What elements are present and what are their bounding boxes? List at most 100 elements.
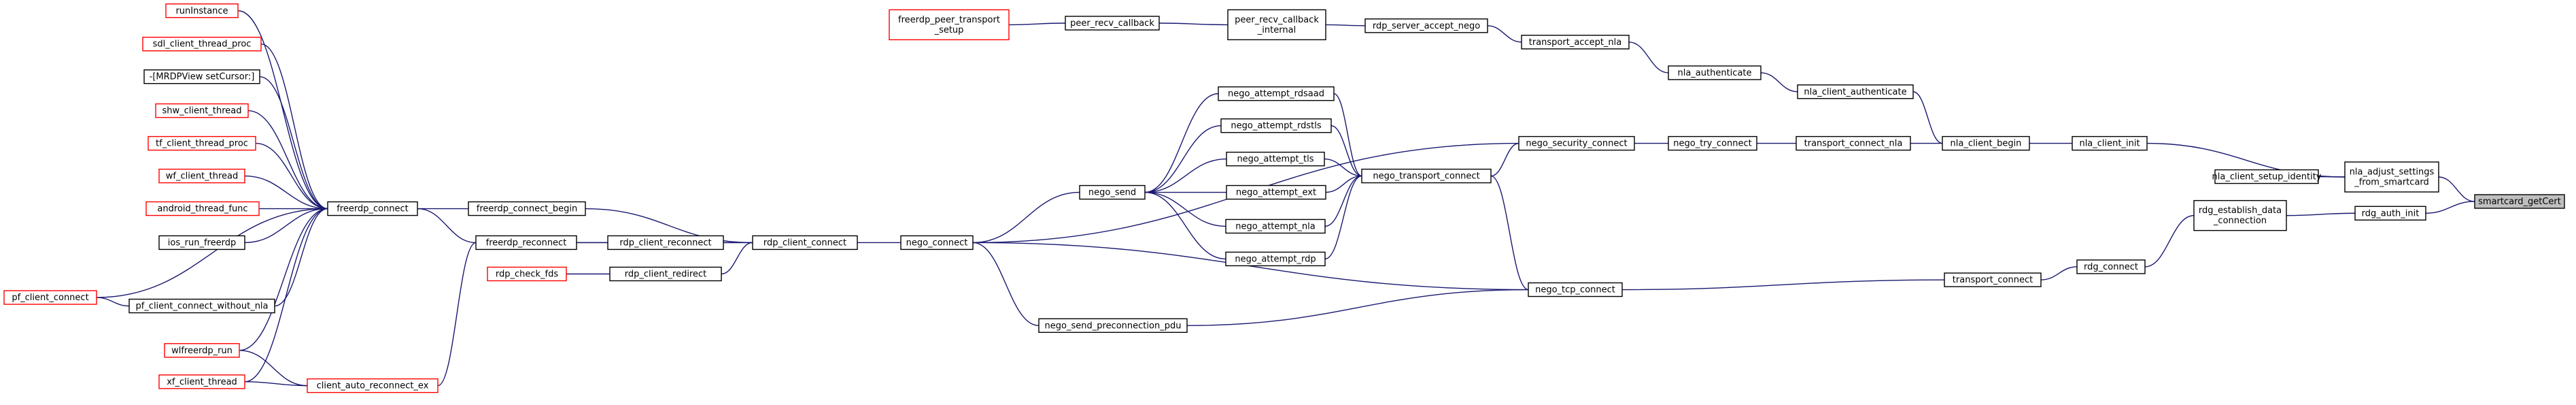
node-shw_client_thread[interactable]: shw_client_thread xyxy=(155,103,249,118)
node-pf_client_connect[interactable]: pf_client_connect xyxy=(3,290,97,305)
node-transport_connect[interactable]: transport_connect xyxy=(1944,272,2042,287)
node-ios_run_freerdp[interactable]: ios_run_freerdp xyxy=(158,235,245,250)
edge-nego_attempt_ext-to-nego_transport_connect xyxy=(1325,175,1362,193)
node-wlfreerdp_run[interactable]: wlfreerdp_run xyxy=(164,343,240,358)
node-freerdp_reconnect[interactable]: freerdp_reconnect xyxy=(475,235,577,250)
node-xf_client_thread[interactable]: xf_client_thread xyxy=(158,374,245,389)
node-rdp_server_accept_nego[interactable]: rdp_server_accept_nego xyxy=(1364,18,1488,33)
node-label: tf_client_thread_proc xyxy=(156,139,248,149)
node-rdp_client_redirect[interactable]: rdp_client_redirect xyxy=(609,266,722,282)
node-tf_client_thread_proc[interactable]: tf_client_thread_proc xyxy=(148,135,256,151)
edge-rdp_client_redirect-to-rdp_client_connect xyxy=(721,242,753,275)
node-box xyxy=(143,69,260,84)
node-nla_client_authenticate[interactable]: nla_client_authenticate xyxy=(1797,84,1914,99)
node-rdg_connect[interactable]: rdg_connect xyxy=(2076,259,2146,274)
node-box xyxy=(1944,272,2042,287)
edge-sdl_client_thread_proc-to-freerdp_connect xyxy=(260,44,328,210)
node-pf_client_connect_without_nla[interactable]: pf_client_connect_without_nla xyxy=(128,298,275,314)
node-label: -[MRDPView setCursor:] xyxy=(150,72,255,82)
node-rdg_auth_init[interactable]: rdg_auth_init xyxy=(2354,206,2426,221)
edge-wlfreerdp_run-to-freerdp_connect xyxy=(239,208,328,351)
node-runInstance[interactable]: runInstance xyxy=(165,3,239,18)
edge-nego_attempt_rdp-to-nego_transport_connect xyxy=(1324,175,1362,260)
node-label: transport_accept_nla xyxy=(1529,37,1622,48)
node-label: nego_try_connect xyxy=(1673,139,1751,149)
node-nego_connect[interactable]: nego_connect xyxy=(900,235,974,250)
node-freerdp_peer_transport_setup[interactable]: freerdp_peer_transport_setup xyxy=(889,9,1010,41)
node-label: nego_tcp_connect xyxy=(1535,285,1615,295)
node-transport_accept_nla[interactable]: transport_accept_nla xyxy=(1521,35,1630,50)
node-wf_client_thread[interactable]: wf_client_thread xyxy=(158,168,245,184)
node-box xyxy=(145,201,260,216)
node-label: rdg_establish_data xyxy=(2199,206,2282,216)
edge-freerdp_peer_transport_setup-to-peer_recv_callback xyxy=(1008,22,1066,26)
node-box xyxy=(468,201,586,216)
edge-rdp_server_accept_nego-to-transport_accept_nla xyxy=(1487,25,1522,43)
node-nego_attempt_rdp[interactable]: nego_attempt_rdp xyxy=(1225,251,1326,267)
node-box xyxy=(1797,84,1914,99)
node-nla_client_init[interactable]: nla_client_init xyxy=(2072,135,2148,151)
node-box xyxy=(1361,168,1492,184)
node-nego_send_preconnection_pdu[interactable]: nego_send_preconnection_pdu xyxy=(1038,318,1188,334)
node-label: nla_client_setup_identity xyxy=(2212,172,2322,182)
node-label: freerdp_peer_transport xyxy=(898,15,1000,25)
node-nego_send[interactable]: nego_send xyxy=(1079,184,1146,200)
node-label: nego_security_connect xyxy=(1526,139,1627,149)
node-rdg_establish_data_connection[interactable]: rdg_establish_data_connection xyxy=(2193,199,2287,231)
node-sdl_client_thread_proc[interactable]: sdl_client_thread_proc xyxy=(142,37,262,52)
node-nego_tcp_connect[interactable]: nego_tcp_connect xyxy=(1528,282,1623,297)
node-nla_authenticate[interactable]: nla_authenticate xyxy=(1668,65,1762,80)
node-box xyxy=(2193,199,2287,231)
node-nla_client_begin[interactable]: nla_client_begin xyxy=(1942,135,2030,151)
node-rdp_client_connect[interactable]: rdp_client_connect xyxy=(752,235,858,250)
node-transport_connect_nla[interactable]: transport_connect_nla xyxy=(1796,135,1911,151)
node-MRDPView_setCursor[interactable]: -[MRDPView setCursor:] xyxy=(143,69,260,84)
node-nla_adjust_settings_from_smartcard[interactable]: nla_adjust_settings_from_smartcard xyxy=(2344,161,2439,193)
node-nego_attempt_tls[interactable]: nego_attempt_tls xyxy=(1226,151,1325,167)
edge-nego_send-to-nego_attempt_rdp xyxy=(1144,191,1226,260)
edge-nego_transport_connect-to-nego_tcp_connect xyxy=(1490,175,1529,291)
node-label: freerdp_connect_begin xyxy=(477,204,577,214)
node-rdp_client_reconnect[interactable]: rdp_client_reconnect xyxy=(607,235,724,250)
node-rdp_check_fds[interactable]: rdp_check_fds xyxy=(487,266,567,282)
node-box xyxy=(889,9,1010,41)
node-box xyxy=(2344,161,2439,193)
node-label: xf_client_thread xyxy=(167,377,237,387)
nodes-layer: smartcard_getCert nla_adjust_settings_fro… xyxy=(3,3,2565,393)
node-box xyxy=(1796,135,1911,151)
node-label: freerdp_reconnect xyxy=(486,238,567,248)
edge-rdg_establish_data_connection-to-rdg_auth_init xyxy=(2286,212,2356,216)
node-box xyxy=(2076,259,2146,274)
node-box xyxy=(2354,206,2426,221)
node-nego_attempt_rdstls[interactable]: nego_attempt_rdstls xyxy=(1220,118,1332,133)
node-box xyxy=(1364,18,1488,33)
node-box xyxy=(1065,16,1160,31)
node-box xyxy=(307,378,439,393)
node-box xyxy=(142,37,262,52)
node-nego_transport_connect[interactable]: nego_transport_connect xyxy=(1361,168,1492,184)
node-android_thread_func[interactable]: android_thread_func xyxy=(145,201,260,216)
node-peer_recv_callback_internal[interactable]: peer_recv_callback_internal xyxy=(1227,9,1326,41)
node-label: rdp_server_accept_nego xyxy=(1373,21,1480,31)
node-nego_attempt_ext[interactable]: nego_attempt_ext xyxy=(1226,184,1326,200)
node-nla_client_setup_identity[interactable]: nla_client_setup_identity xyxy=(2212,169,2322,184)
node-freerdp_connect[interactable]: freerdp_connect xyxy=(327,201,418,216)
node-label: smartcard_getCert xyxy=(2478,197,2561,207)
node-box xyxy=(158,235,245,250)
edge-pf_client_connect_without_nla-to-freerdp_connect xyxy=(274,208,328,307)
node-nego_security_connect[interactable]: nego_security_connect xyxy=(1518,135,1635,151)
edge-wlfreerdp_run-to-client_auto_reconnect_ex xyxy=(239,350,308,387)
node-label: nla_client_begin xyxy=(1951,139,2022,149)
node-label: _from_smartcard xyxy=(2354,178,2429,188)
node-box xyxy=(1942,135,2030,151)
node-nego_attempt_nla[interactable]: nego_attempt_nla xyxy=(1225,218,1326,234)
node-nego_try_connect[interactable]: nego_try_connect xyxy=(1668,135,1757,151)
node-peer_recv_callback[interactable]: peer_recv_callback xyxy=(1065,16,1160,31)
node-box xyxy=(165,3,239,18)
node-freerdp_connect_begin[interactable]: freerdp_connect_begin xyxy=(468,201,586,216)
edge-transport_connect-to-rdg_connect xyxy=(2040,266,2078,280)
node-box xyxy=(607,235,724,250)
node-label: peer_recv_callback xyxy=(1235,15,1319,25)
node-nego_attempt_rdsaad[interactable]: nego_attempt_rdsaad xyxy=(1218,86,1335,101)
node-client_auto_reconnect_ex[interactable]: client_auto_reconnect_ex xyxy=(307,378,439,393)
